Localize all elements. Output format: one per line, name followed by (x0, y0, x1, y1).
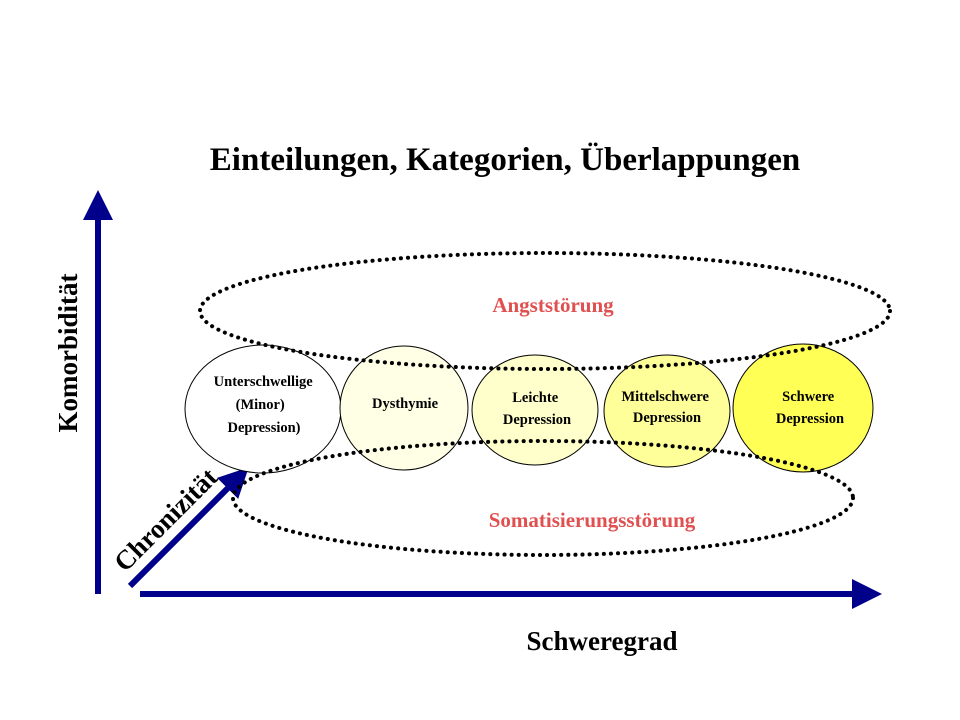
chronicity-axis-arrow (127, 467, 249, 589)
node-leichte: Leichte Depression (471, 354, 599, 466)
somatization-cluster-outline (231, 439, 855, 557)
page-title: Einteilungen, Kategorien, Überlappungen (210, 141, 800, 178)
anxiety-cluster-label: Angststörung (492, 293, 614, 317)
x-axis-label: Schweregrad (527, 626, 678, 656)
anxiety-cluster-outline (198, 251, 892, 371)
node-minor-label: Unterschwellige (Minor) Depression) (214, 374, 317, 436)
diagonal-axis-label: Chronizität (108, 462, 223, 577)
node-mittelschwere-label: Mittelschwere Depression (621, 389, 712, 426)
node-mittelschwere: Mittelschwere Depression (603, 354, 731, 468)
node-leichte-label: Leichte Depression (503, 390, 571, 428)
node-schwere-shape (732, 343, 874, 473)
node-dysthymie-label: Dysthymie (372, 396, 439, 412)
node-schwere-label: Schwere Depression (776, 389, 844, 427)
y-axis-label: Komorbidität (53, 273, 83, 432)
node-dysthymie: Dysthymie (339, 345, 469, 471)
node-mittelschwere-shape (603, 354, 731, 468)
node-schwere: Schwere Depression (732, 343, 874, 473)
node-leichte-shape (471, 354, 599, 466)
node-dysthymie-shape (339, 345, 469, 471)
node-minor: Unterschwellige (Minor) Depression) (184, 344, 342, 474)
somatization-cluster-label: Somatisierungsstörung (489, 508, 696, 532)
